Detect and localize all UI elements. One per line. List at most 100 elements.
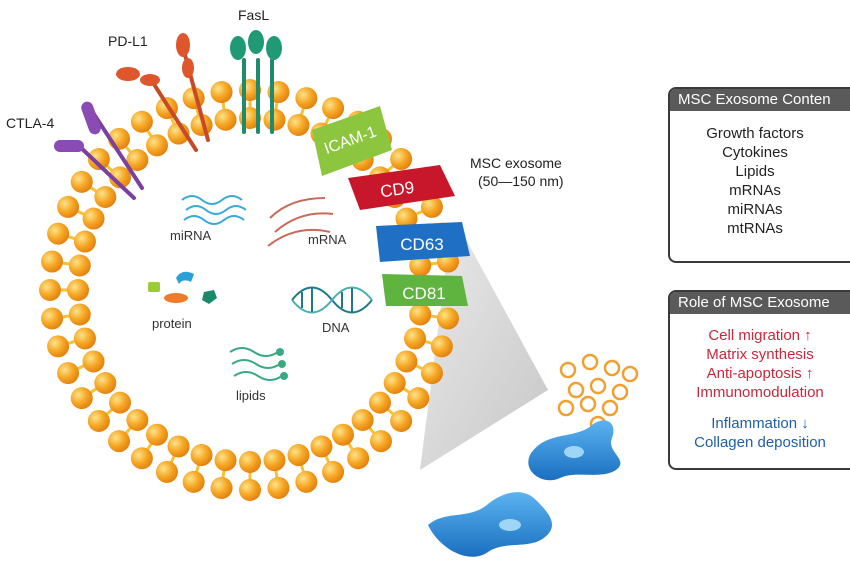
lipid-head [130, 110, 153, 133]
lipid-head [57, 195, 80, 218]
small-exosome [603, 359, 621, 377]
lipid-head [409, 254, 432, 277]
fasl-receptor [230, 30, 282, 134]
marker-cd9: CD9 [348, 165, 455, 210]
lipid-head [407, 387, 430, 410]
list-item: Cell migration ↑ [708, 327, 812, 344]
list-item: mRNAs [729, 182, 781, 199]
lipid-head [263, 108, 286, 131]
lipid-head [70, 387, 93, 410]
lipid-head [94, 186, 117, 209]
list-item: Cytokines [722, 144, 788, 161]
lipid-head [126, 149, 149, 172]
contents-list: Growth factors Cytokines Lipids mRNAs mi… [670, 124, 840, 238]
lipid-head [395, 350, 418, 373]
lipid-head [109, 391, 132, 414]
lipid-head [108, 430, 131, 453]
lipid-head [383, 371, 406, 394]
lipid-head [68, 254, 91, 277]
lipid-head [146, 423, 169, 446]
lipid-head [351, 408, 374, 431]
list-item: Lipids [735, 163, 775, 180]
lipid-head [295, 470, 318, 493]
lipid-head [190, 444, 213, 467]
small-exosome [581, 353, 599, 371]
lipid-head [295, 87, 318, 110]
lipid-head [420, 195, 443, 218]
lipid-head [390, 148, 413, 171]
pdl1-receptor [116, 33, 210, 152]
lipid-head [155, 460, 178, 483]
lipid-head [287, 113, 310, 136]
exosome-label-line2: (50—150 nm) [478, 173, 564, 189]
lipid-head [68, 303, 91, 326]
dna-icon [291, 286, 373, 314]
lipid-head [395, 207, 418, 230]
lipid-head [146, 134, 169, 157]
ctla4-label: CTLA-4 [6, 115, 54, 131]
small-exosome [621, 365, 639, 383]
lipid-head [126, 408, 149, 431]
lipid-head [267, 476, 290, 499]
list-item: Inflammation ↓ [711, 415, 809, 432]
marker-cd81: CD81 [382, 274, 468, 306]
lipid-head [70, 170, 93, 193]
marker-icam1: ICAM-1 [312, 106, 392, 176]
marker-cd63-label: CD63 [400, 235, 443, 254]
lipid-head [82, 350, 105, 373]
small-exosome [579, 395, 597, 413]
lipid-head [390, 409, 413, 432]
lipid-head [368, 391, 391, 414]
lipid-head [331, 423, 354, 446]
small-exosome [589, 377, 607, 395]
lipid-head [94, 371, 117, 394]
list-item: Immunomodulation [696, 384, 824, 401]
small-exosome [557, 399, 575, 417]
protein-label: protein [152, 316, 192, 331]
lipid-head [430, 335, 453, 358]
lipid-head [287, 444, 310, 467]
small-exosome [611, 383, 629, 401]
lipid-head [436, 307, 459, 330]
marker-cd81-label: CD81 [402, 284, 445, 303]
lipid-head [210, 81, 233, 104]
lipid-head [87, 409, 110, 432]
lipids-label: lipids [236, 388, 266, 403]
list-item: Matrix synthesis [706, 346, 814, 363]
list-item: Growth factors [706, 125, 804, 142]
list-item: miRNAs [727, 201, 783, 218]
lipid-head [239, 479, 261, 501]
exosome-label-line1: MSC exosome [470, 155, 562, 171]
small-exosome [601, 399, 619, 417]
role-panel: Role of MSC Exosome Cell migration ↑ Mat… [668, 290, 850, 470]
marker-cd63: CD63 [376, 222, 470, 262]
mrna-icon [267, 197, 334, 247]
list-item: mtRNAs [727, 220, 783, 237]
lipids-icon [229, 347, 288, 381]
role-list: Cell migration ↑ Matrix synthesis Anti-a… [670, 326, 850, 452]
small-exosome [567, 381, 585, 399]
lipid-head [73, 230, 96, 253]
lipid-head [420, 362, 443, 385]
spacer [670, 402, 850, 414]
role-panel-title: Role of MSC Exosome [670, 292, 850, 314]
list-item: Anti-apoptosis ↑ [706, 365, 814, 382]
lipid-head [369, 430, 392, 453]
lipid-head [73, 327, 96, 350]
lipid-head [167, 435, 190, 458]
lipid-head [57, 362, 80, 385]
lipid-head [41, 307, 64, 330]
lipid-head [322, 97, 345, 120]
lipid-head [347, 447, 370, 470]
protein-icon [148, 271, 217, 304]
lipid-head [82, 207, 105, 230]
mrna-label: mRNA [308, 232, 347, 247]
lipid-head [239, 451, 261, 473]
lipid-head [214, 449, 237, 472]
lipid-head [322, 460, 345, 483]
lipid-head [47, 335, 70, 358]
fasl-label: FasL [238, 7, 269, 23]
small-exosome [559, 361, 577, 379]
contents-panel: MSC Exosome Conten Growth factors Cytoki… [668, 87, 850, 263]
lipid-head [87, 148, 110, 171]
